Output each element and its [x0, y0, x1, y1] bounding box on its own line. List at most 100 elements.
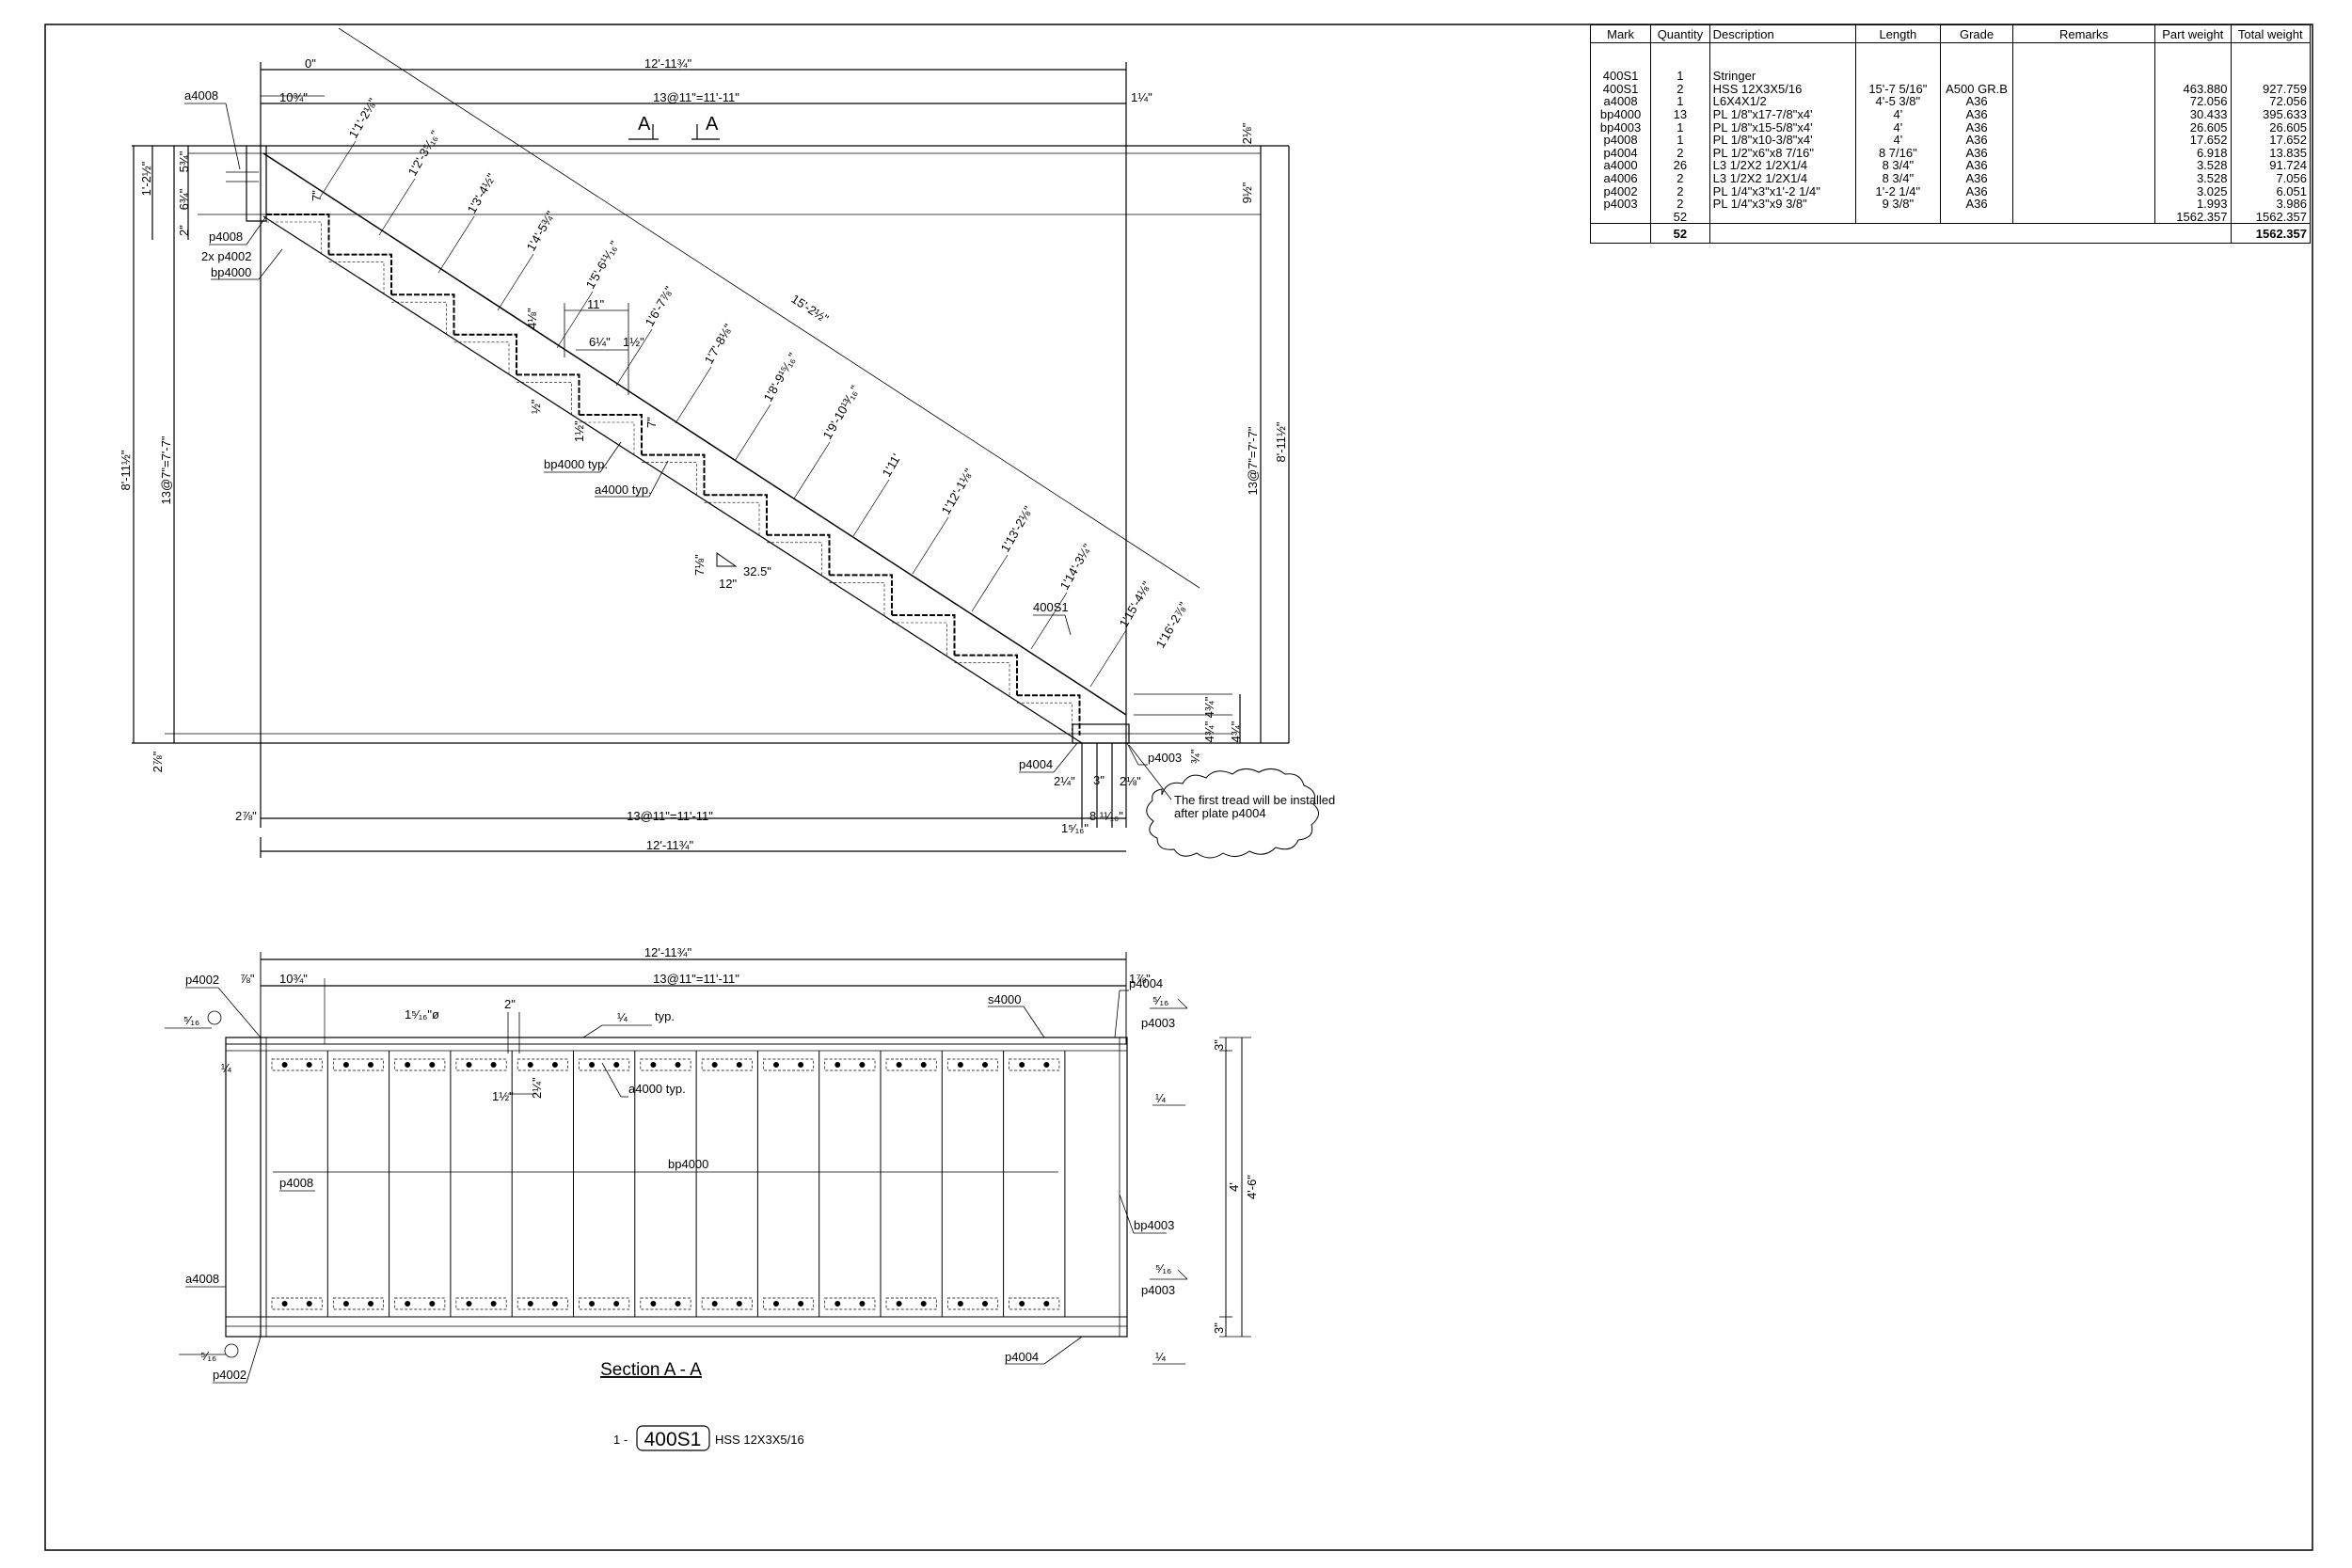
tread-dim-leader [437, 215, 475, 274]
bom-cell-desc: L3 1/2X2 1/2X1/4 [1708, 159, 1856, 172]
section-dim-right-bot: 3" [1212, 1323, 1226, 1334]
tread [266, 214, 330, 255]
bolt-hole [466, 1301, 472, 1307]
bom-header-grade: Grade [1940, 24, 2013, 43]
detail-a: 6¼" [589, 335, 611, 349]
bolt-hole [281, 1062, 288, 1068]
tread-dim-label: 1'1'-2⅛" [346, 95, 380, 140]
bom-cell-length: 8 3/4" [1854, 171, 1942, 185]
bom-subtotal-pw: 1562.357 [2154, 210, 2232, 225]
bolt-hole [675, 1062, 681, 1068]
dim-bottom-right-b: 1⁵⁄₁₆" [1061, 821, 1089, 835]
angle-clip [946, 1297, 998, 1310]
dim-base-b: 3" [1093, 773, 1104, 787]
part-ref-mark: 400S1 [644, 1429, 702, 1450]
bom-cell-tw: 7.056 [2230, 171, 2311, 185]
tread [954, 654, 1018, 696]
bolt-hole [1043, 1062, 1050, 1068]
angle-clip [516, 1058, 568, 1071]
tread [829, 574, 893, 615]
angle-clip [455, 1297, 507, 1310]
angle-clip [1009, 1058, 1060, 1071]
bolt-hole [490, 1301, 497, 1307]
bom-cell-grade: A36 [1940, 146, 2013, 160]
tread-angle [453, 341, 510, 375]
angle-clip [885, 1058, 937, 1071]
note-line-1: The first tread will be installed [1174, 793, 1335, 807]
bolt-hole [798, 1062, 804, 1068]
bolt-hole [429, 1301, 436, 1307]
dim-lower-right-b: 4¾" [1202, 721, 1216, 742]
bom-cell-tw: 13.835 [2230, 146, 2311, 160]
tread-angle [954, 662, 1010, 696]
dim-top-overall: 12'-11¾" [644, 56, 692, 71]
part-ref-qty: 1 - [613, 1433, 628, 1447]
tread-dim-label: 1'6'-7⅞" [643, 283, 676, 328]
bolt-hole [405, 1062, 411, 1068]
dim-left-c: 6¾" [177, 188, 191, 210]
tread-dim-label: 1'15'-4⅛" [1117, 578, 1154, 629]
bom-cell-remarks [2011, 184, 2156, 198]
tread [516, 373, 580, 415]
section-dim-right-small: 1⅞" [1129, 972, 1151, 986]
bolt-hole [772, 1301, 779, 1307]
bolt-hole [896, 1301, 902, 1307]
bolt-hole [405, 1301, 411, 1307]
section-treads [265, 1051, 1066, 1317]
tread-dim-label: 1'4'-5¾" [524, 208, 558, 253]
bolt-hole [306, 1301, 312, 1307]
bom-cell-grade: A36 [1940, 120, 2013, 134]
dim-lower-right-a: 4¾" [1202, 696, 1216, 718]
section-dim-c: 1½" [492, 1089, 514, 1103]
tread-dim-leader [734, 404, 771, 462]
bom-cell-length: 9 3/8" [1854, 197, 1942, 211]
section-title: Section A - A [600, 1360, 702, 1380]
bom-subtotal-tw: 1562.357 [2230, 210, 2311, 225]
section-dim-right-total: 4'-6" [1245, 1175, 1259, 1199]
section-label-bp4000: bp4000 [668, 1157, 708, 1171]
detail-tread: 11" [587, 297, 604, 311]
bom-cell-tw: 927.759 [2230, 82, 2311, 96]
bolt-hole [711, 1062, 718, 1068]
angle-clip [824, 1058, 876, 1071]
section-dim-a: 2" [504, 997, 516, 1011]
bom-cell-grade: A36 [1940, 184, 2013, 198]
label-p4004: p4004 [1019, 757, 1053, 771]
angle-clip [332, 1297, 384, 1310]
dim-left-d: 2" [177, 225, 191, 236]
angle-clip [946, 1058, 998, 1071]
bom-cell-length: 8 7/16" [1854, 146, 1942, 160]
dim-bottom-run: 13@11"=11'-11" [627, 809, 713, 823]
bom-cell-qty: 1 [1650, 95, 1710, 108]
bom-cell-pw: 30.433 [2154, 107, 2232, 121]
tread [328, 253, 392, 295]
tread-dim-leader [793, 441, 831, 499]
bom-cell-grade: A36 [1940, 197, 2013, 211]
bolt-hole [306, 1062, 312, 1068]
dim-bottom-right-a: 8 ¹¹⁄₁₆" [1089, 809, 1123, 823]
bom-cell-mark: 400S1 [1589, 82, 1652, 96]
stair-elevation [132, 27, 1290, 858]
dim-left-a: 1'-2½" [139, 161, 153, 196]
bom-blank-row [1589, 42, 2311, 56]
tread-angle [1017, 702, 1073, 736]
section-label-a4008: a4008 [185, 1272, 219, 1286]
bolt-hole [650, 1301, 657, 1307]
tread-dim-last: 1'16'-2⅞" [1153, 599, 1191, 650]
bom-cell-qty: 1 [1650, 133, 1710, 147]
angle-clip [332, 1058, 384, 1071]
tread-dimensions: 1'1'-2⅛"1'2'-3⁵⁄₁₆"1'3'-4½"1'4'-5¾"1'5'-… [319, 95, 1154, 688]
angle-clip [394, 1058, 446, 1071]
bom-cell-length: 8 3/4" [1854, 159, 1942, 172]
tread [704, 494, 768, 535]
bolt-hole [551, 1301, 558, 1307]
bom-cell-remarks [2011, 70, 2156, 83]
section-dim-left-tiny: ⅞" [240, 972, 255, 986]
tread [391, 293, 455, 335]
bom-cell-mark: a4006 [1589, 171, 1652, 185]
tread [892, 614, 956, 656]
